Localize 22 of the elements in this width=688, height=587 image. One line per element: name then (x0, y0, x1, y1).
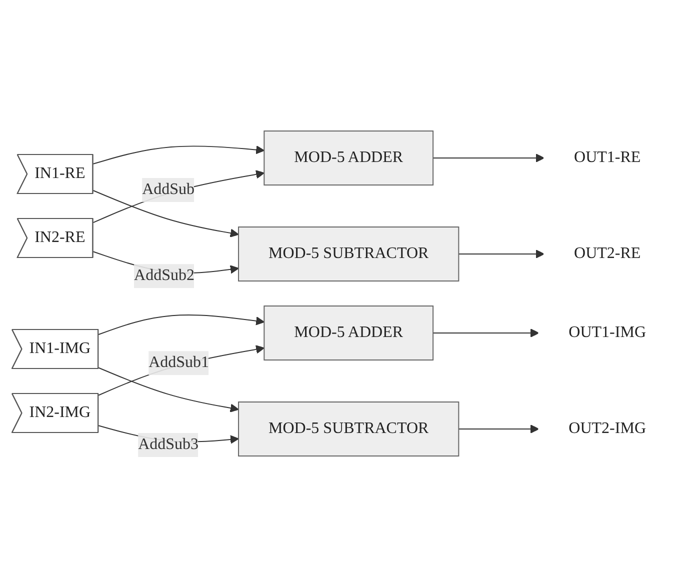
arrow (98, 344, 265, 396)
arrow (98, 366, 239, 412)
arrow (98, 314, 265, 334)
arrow (432, 153, 544, 162)
edge-label: AddSub (142, 180, 195, 198)
node-text: OUT2-RE (574, 244, 641, 262)
arrow (92, 189, 239, 237)
arrow (458, 249, 544, 258)
node-box: MOD-5 SUBTRACTOR (238, 226, 460, 281)
node-text: OUT1-RE (574, 148, 641, 166)
node-text: OUT2-IMG (568, 419, 646, 436)
node-box: MOD-5 ADDER (264, 130, 434, 185)
edge-label: AddSub2 (134, 266, 194, 284)
node-box: MOD-5 ADDER (264, 305, 434, 360)
edge-label: AddSub3 (138, 435, 199, 452)
arrow (432, 328, 540, 337)
node-text: OUT1-IMG (568, 324, 646, 340)
node-box: MOD-5 SUBTRACTOR (238, 401, 460, 456)
edge-label: AddSub1 (148, 354, 210, 371)
arrow (92, 170, 265, 223)
arrow (458, 424, 540, 433)
arrow (92, 144, 265, 164)
